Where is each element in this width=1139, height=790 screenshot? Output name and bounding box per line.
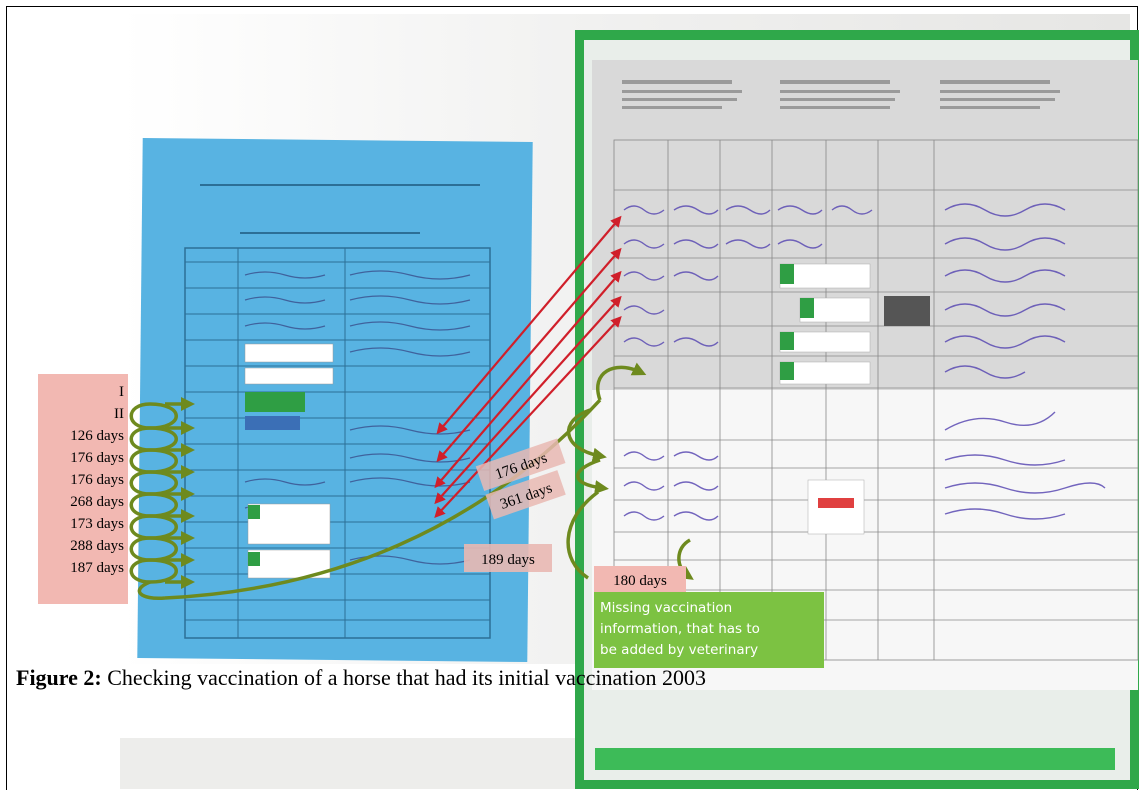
note-line-3: be added by veterinary bbox=[600, 642, 758, 658]
red-connector-arrows bbox=[434, 215, 622, 519]
overlay-label-c-text: 189 days bbox=[481, 552, 535, 568]
green-curve-361 bbox=[576, 458, 609, 495]
interval-label: 187 days bbox=[70, 560, 124, 576]
green-curve-189 bbox=[566, 490, 600, 580]
interval-label: 173 days bbox=[70, 516, 124, 532]
interval-label-panel bbox=[38, 374, 128, 604]
interval-label: 126 days bbox=[70, 428, 124, 444]
interval-label: 176 days bbox=[70, 472, 124, 488]
note-line-2: information, that has to bbox=[600, 621, 760, 637]
overlay-label-c-bg bbox=[464, 544, 552, 572]
missing-info-note: Missing vaccination information, that ha… bbox=[600, 600, 760, 658]
red-arrow-5 bbox=[434, 315, 622, 519]
green-curve-176 bbox=[566, 408, 607, 462]
note-line-1: Missing vaccination bbox=[600, 600, 732, 616]
missing-info-note-box bbox=[594, 592, 824, 668]
overlay-label-d-bg bbox=[594, 566, 686, 592]
overlay-label-d-text: 180 days bbox=[613, 573, 667, 589]
figure-caption: Figure 2: Checking vaccination of a hors… bbox=[16, 665, 706, 691]
interval-label: II bbox=[114, 406, 124, 422]
interval-label: I bbox=[119, 384, 124, 400]
interval-label: 268 days bbox=[70, 494, 124, 510]
blue-vaccination-book bbox=[137, 137, 533, 663]
figure-caption-label: Figure 2: bbox=[16, 665, 102, 690]
green-curve-top bbox=[596, 362, 647, 401]
green-interval-loops bbox=[129, 397, 195, 600]
figure-caption-text: Checking vaccination of a horse that had… bbox=[101, 665, 706, 690]
interval-label: 176 days bbox=[70, 450, 124, 466]
interval-label: 288 days bbox=[70, 538, 124, 554]
